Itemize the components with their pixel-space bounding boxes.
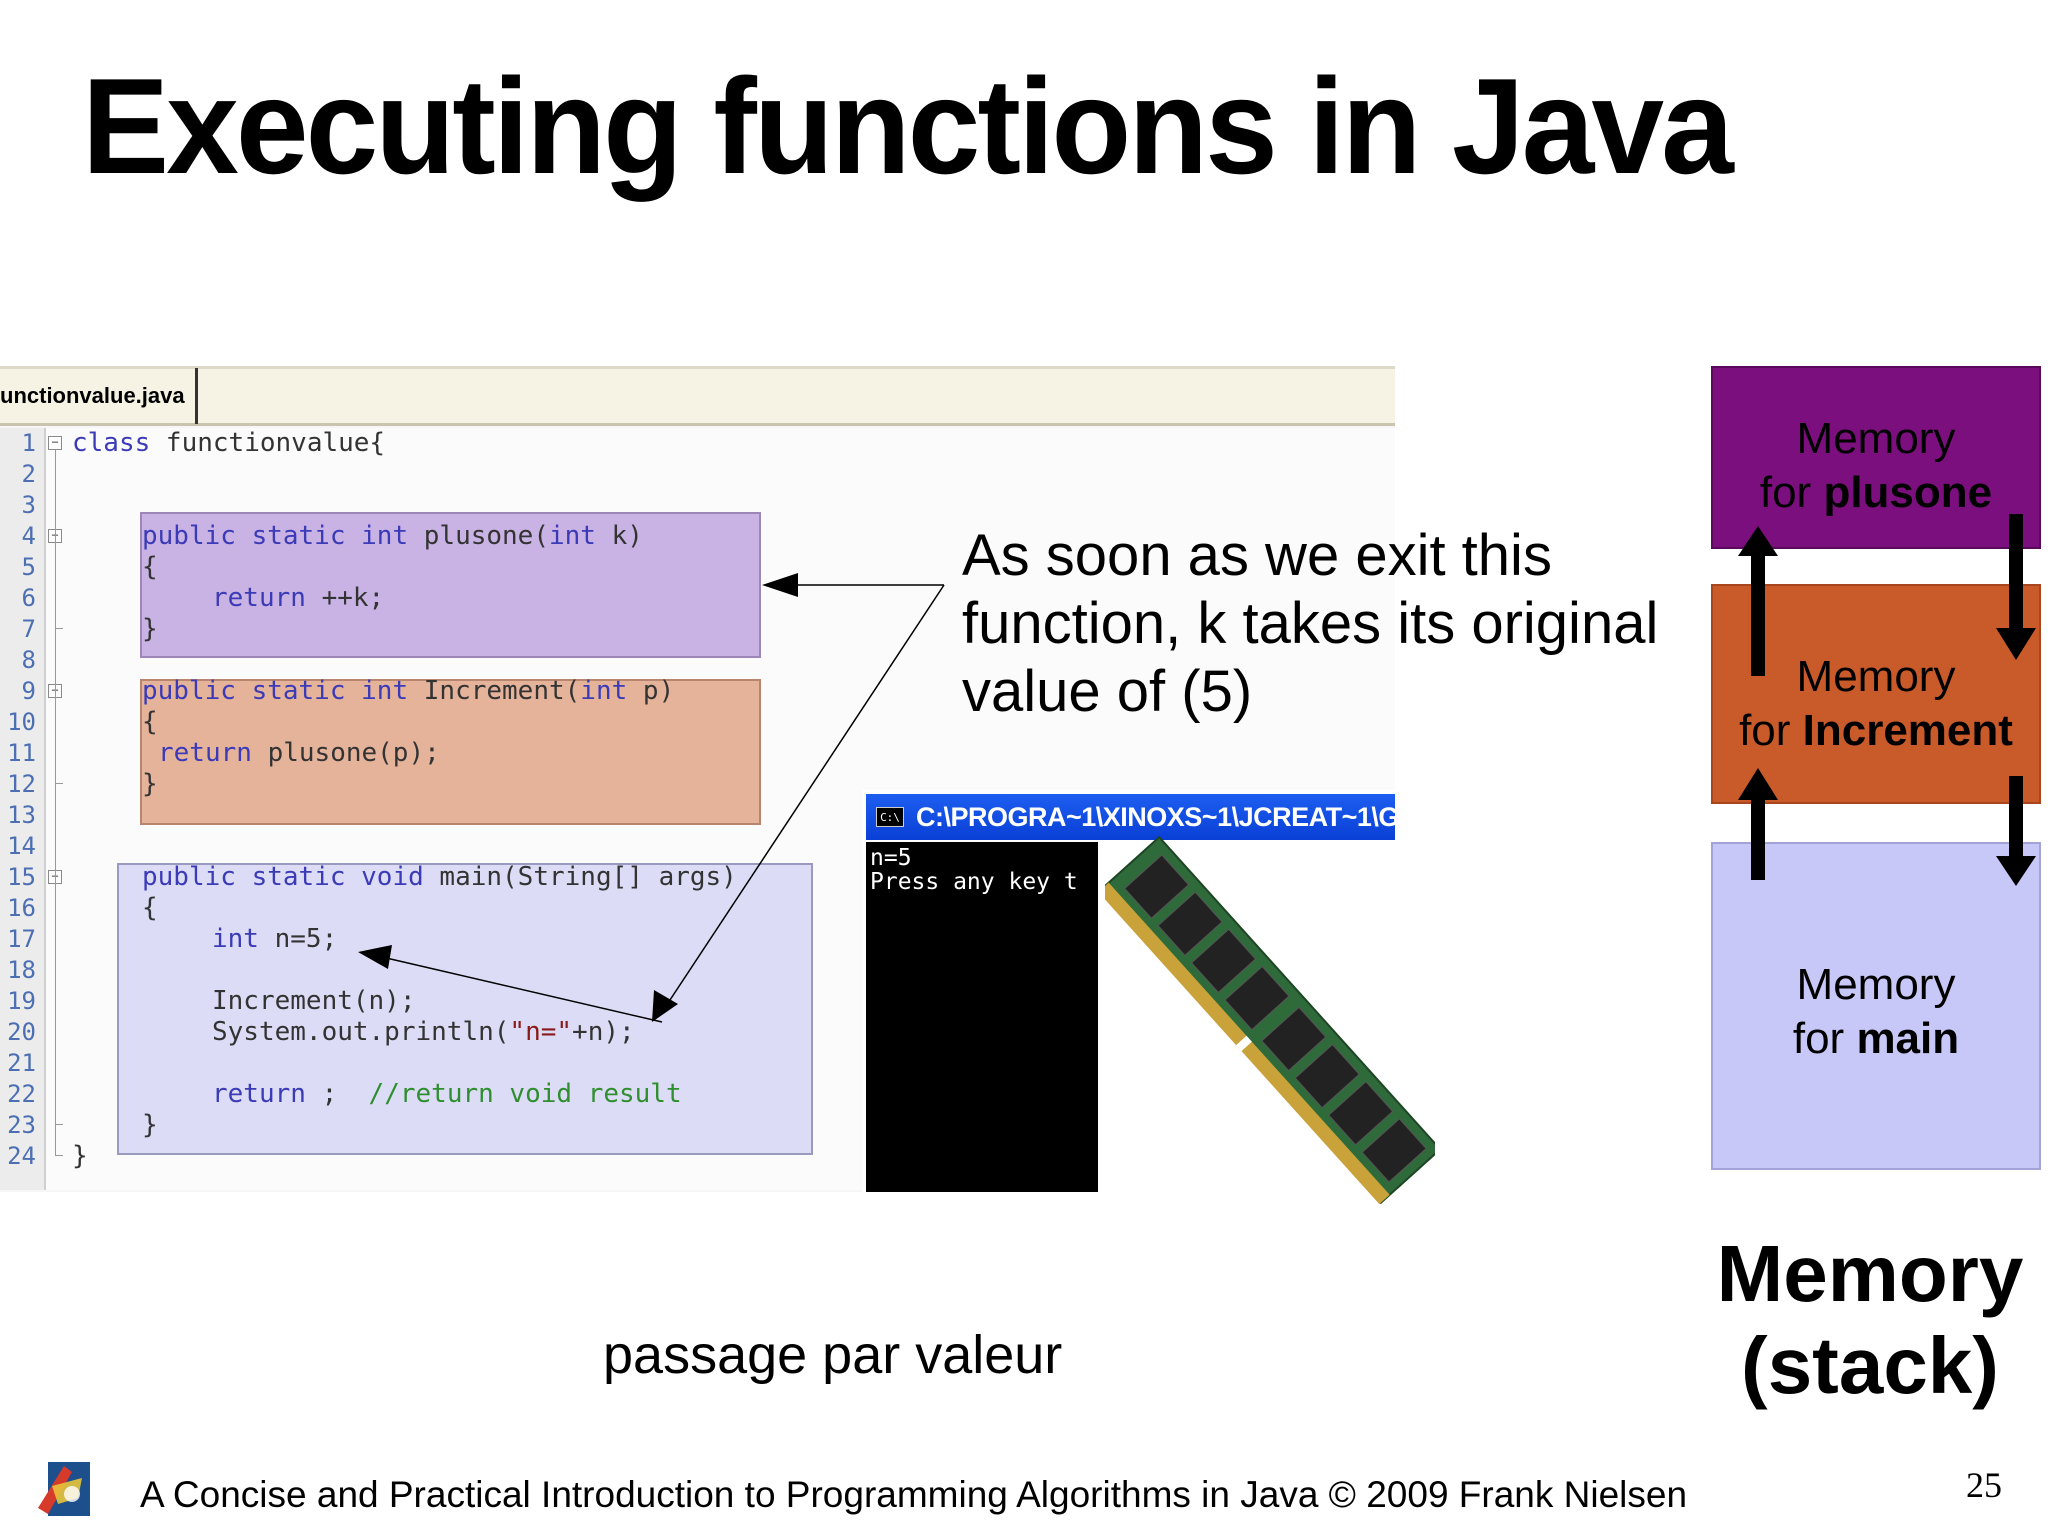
slide-logo-icon [38, 1458, 90, 1520]
stack-label-line: (stack) [1700, 1320, 2040, 1412]
memory-label: for main [1713, 1012, 2039, 1066]
page-number: 25 [1966, 1464, 2002, 1506]
memory-stack-label: Memory (stack) [1700, 1228, 2040, 1412]
stack-label-line: Memory [1700, 1228, 2040, 1320]
memory-label: Memory [1713, 412, 2039, 466]
memory-frame-main: Memory for main [1711, 842, 2041, 1170]
memory-label: Memory [1713, 958, 2039, 1012]
stack-arrows [1700, 510, 2040, 890]
footer-credit: A Concise and Practical Introduction to … [140, 1474, 1687, 1516]
caption-text: passage par valeur [603, 1324, 1062, 1386]
